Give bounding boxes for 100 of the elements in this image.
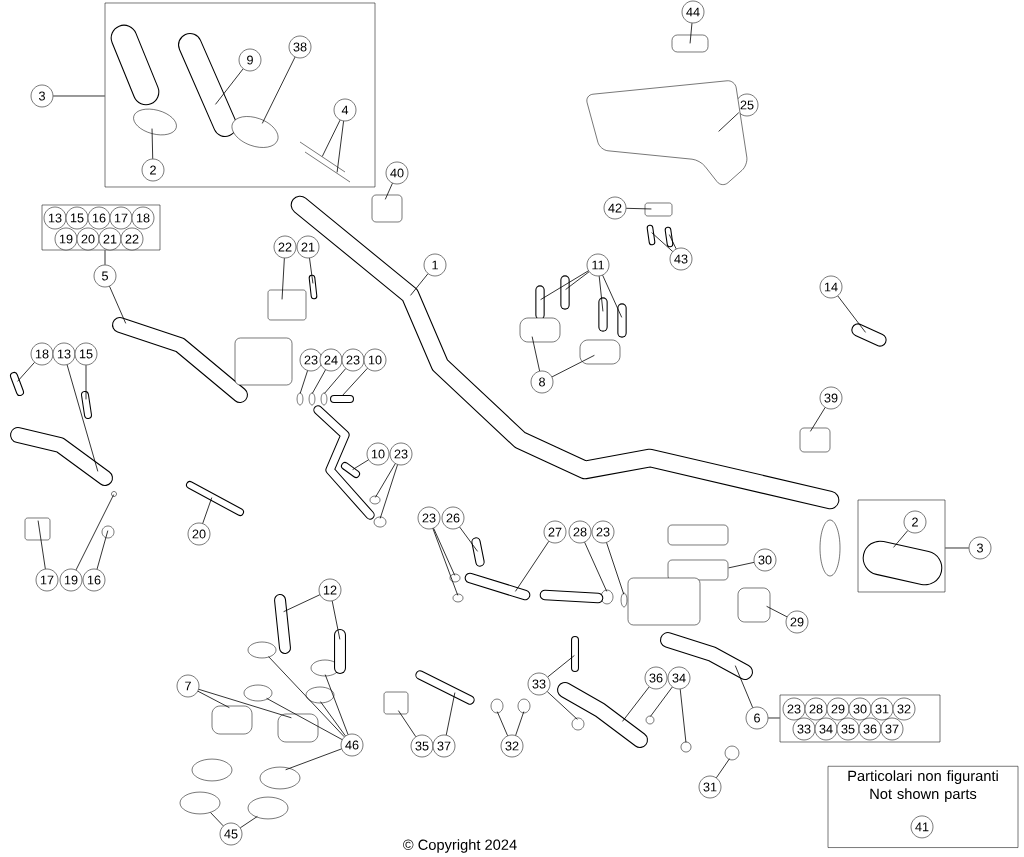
leader-line: [625, 207, 652, 210]
handlebar: [290, 195, 840, 510]
leader-line: [75, 494, 115, 571]
pad-spring: [737, 587, 771, 623]
leader-line: [432, 528, 459, 596]
leader-line: [602, 274, 623, 318]
leader-line: [837, 295, 866, 333]
leader-line: [410, 273, 429, 296]
leader-line: [734, 665, 754, 708]
leader-line: [650, 686, 673, 717]
nut: [680, 741, 692, 753]
leader-line: [197, 690, 230, 709]
hose: [464, 572, 531, 601]
leader-line: [215, 68, 244, 105]
leader-line: [565, 271, 590, 290]
leader-line: [728, 562, 755, 569]
callout-number: 32: [892, 697, 916, 721]
rubber-bushing: [247, 641, 277, 659]
callout-number: 13: [52, 342, 76, 366]
banjo-bolt: [471, 537, 485, 567]
leader-line: [281, 257, 285, 300]
callout-group-box: [779, 694, 941, 743]
leader-line: [311, 369, 326, 394]
nut: [101, 525, 115, 539]
callout-number: 35: [410, 734, 434, 758]
leader-line: [52, 95, 106, 97]
leader-line: [531, 336, 540, 372]
grip-flange: [819, 519, 841, 577]
callout-number: 18: [131, 206, 155, 230]
washer: [645, 715, 655, 725]
bolt: [10, 372, 24, 396]
riser: [211, 705, 253, 735]
leader-line: [261, 56, 296, 124]
bolt: [571, 636, 579, 672]
cover-plate: [267, 289, 307, 321]
leader-line: [96, 530, 109, 570]
callout-number: 29: [826, 697, 850, 721]
leader-line: [716, 758, 730, 779]
leader-line: [268, 656, 345, 738]
cover-cap: [671, 34, 709, 53]
lever: [10, 427, 113, 486]
callout-number: 36: [858, 717, 882, 741]
leader-line: [767, 717, 781, 719]
washer: [620, 592, 628, 608]
callout-number: 31: [698, 775, 722, 799]
frame-box: [104, 2, 376, 188]
throttle-cable: [304, 151, 351, 183]
callout-number: 30: [848, 697, 872, 721]
washer: [517, 698, 531, 714]
callout-number: 23: [417, 506, 441, 530]
bolt: [81, 391, 92, 419]
leader-line: [299, 370, 308, 394]
leader-line: [37, 520, 46, 570]
leader-line: [85, 364, 87, 400]
leader-line: [433, 527, 456, 576]
leader-line: [342, 367, 368, 396]
callout-number: 34: [814, 717, 838, 741]
callout-number: 19: [59, 568, 83, 592]
leader-line: [598, 275, 604, 312]
leader-line: [336, 120, 344, 173]
leader-line: [285, 748, 342, 771]
riser: [277, 713, 319, 743]
washer: [490, 698, 504, 714]
leader-line: [320, 701, 346, 737]
leader-line: [210, 812, 224, 827]
nut: [600, 589, 614, 605]
rubber-bushing: [305, 686, 335, 704]
callout-number: 16: [87, 206, 111, 230]
nut: [724, 745, 740, 761]
bolt: [274, 594, 291, 654]
callout-number: 7: [176, 674, 200, 698]
leader-line: [551, 354, 595, 378]
callout-number: 27: [543, 520, 567, 544]
brake-pad: [667, 559, 729, 581]
callout-number: 23: [782, 697, 806, 721]
callout-number: 32: [500, 734, 524, 758]
clip: [24, 517, 51, 541]
callout-number: 20: [187, 522, 211, 546]
leader-line: [496, 711, 508, 737]
callout-number: 3: [30, 84, 54, 108]
leader-line: [379, 464, 398, 519]
leader-line: [331, 600, 341, 640]
leader-line: [893, 530, 909, 548]
callout-number: 46: [340, 733, 364, 757]
spring: [415, 670, 475, 705]
lever: [557, 682, 648, 748]
leader-line: [718, 112, 740, 132]
callout-number: 4: [333, 98, 357, 122]
leader-line: [266, 697, 343, 740]
leader-line: [324, 674, 349, 735]
cable-clip: [851, 323, 887, 347]
leader-line: [309, 257, 314, 284]
leader-line: [810, 407, 826, 432]
frame-box: [857, 499, 946, 593]
pin: [111, 491, 117, 497]
rubber-bushing: [243, 684, 273, 702]
callout-number: 30: [753, 548, 777, 572]
leader-line: [324, 368, 347, 394]
callout-number: 28: [804, 697, 828, 721]
leader-line: [321, 119, 341, 157]
